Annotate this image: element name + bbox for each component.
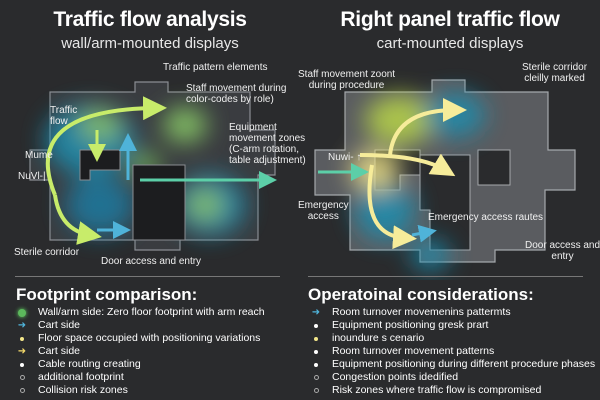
label-emergency-routes: Emergency access rautes: [428, 212, 544, 223]
ring-icon: [306, 375, 326, 380]
list-item: Collision risk zones: [12, 384, 265, 397]
footprint-heading: Footprint comparison:: [16, 285, 198, 304]
label-emergency-access: Emergency access: [298, 200, 349, 222]
list-item: ➜Cart side: [12, 319, 265, 332]
arrow-right-icon: ➜: [17, 346, 27, 357]
label-nuvi: NuVl-|: [18, 171, 46, 182]
list-item: Wall/arm side: Zero floor footprint with…: [12, 306, 265, 319]
list-item: ➜Cart side: [12, 345, 265, 358]
list-item: Equipment positioning gresk prart: [306, 319, 595, 332]
dot-icon: [306, 349, 326, 354]
operational-list: ➜Room turnover movemenins pattermts Equi…: [306, 306, 595, 397]
list-item: Cable routing creating: [12, 358, 265, 371]
left-subtitle: wall/arm-mounted displays: [61, 35, 239, 52]
label-door-entry: Door access and entry: [525, 240, 600, 262]
right-subtitle: cart-mounted displays: [376, 35, 524, 52]
left-floor-plan: [29, 81, 277, 251]
ring-icon: [306, 388, 326, 393]
label-sterile-corridor: Sterile corridor: [14, 247, 80, 258]
ring-icon: [12, 388, 32, 393]
left-title: Traffic flow analysis: [53, 8, 247, 31]
arrow-right-icon: ➜: [17, 320, 27, 331]
list-item: inoundure s cenario: [306, 332, 595, 345]
label-staff-movement: Staff movement during color-codes by rol…: [186, 83, 287, 105]
label-equipment-zones: Equipment movement zones (C-arm rotation…: [229, 122, 306, 166]
label-staff-zone: Staff movement zoont during procedure: [298, 69, 396, 91]
right-floor-plan: [314, 79, 576, 270]
floor-plans: [29, 79, 576, 270]
green-glow-icon: [12, 308, 32, 317]
divider: [15, 276, 280, 277]
ring-icon: [12, 375, 32, 380]
footprint-list: Wall/arm side: Zero floor footprint with…: [12, 306, 265, 397]
arrow-right-icon: ➜: [311, 307, 321, 318]
label-door-access: Door access and entry: [101, 256, 202, 267]
list-item: Room turnover movement patterns: [306, 345, 595, 358]
label-mume: Mume: [25, 150, 53, 161]
right-title: Right panel traffic flow: [340, 8, 560, 31]
label-nuwi: Nuwi- ↑: [328, 152, 362, 163]
dot-icon: [306, 362, 326, 367]
label-traffic-pattern: Traffic pattern elements: [163, 62, 268, 73]
divider: [308, 276, 583, 277]
dot-icon: [12, 336, 32, 341]
list-item: ➜Room turnover movemenins pattermts: [306, 306, 595, 319]
dot-icon: [12, 362, 32, 367]
dot-icon: [306, 336, 326, 341]
list-item: additional footprint: [12, 371, 265, 384]
list-item: Congestion points idedified: [306, 371, 595, 384]
dot-icon: [306, 323, 326, 328]
operational-heading: Operatoinal considerations:: [308, 285, 534, 304]
list-item: Equipment positioning during different p…: [306, 358, 595, 371]
label-sterile-marked: Sterile corridor cleilly marked: [522, 62, 588, 84]
list-item: Risk zones where traffic flow is comprom…: [306, 384, 595, 397]
label-traffic-flow: Traffic flow: [50, 105, 78, 127]
list-item: Floor space occupied with positioning va…: [12, 332, 265, 345]
